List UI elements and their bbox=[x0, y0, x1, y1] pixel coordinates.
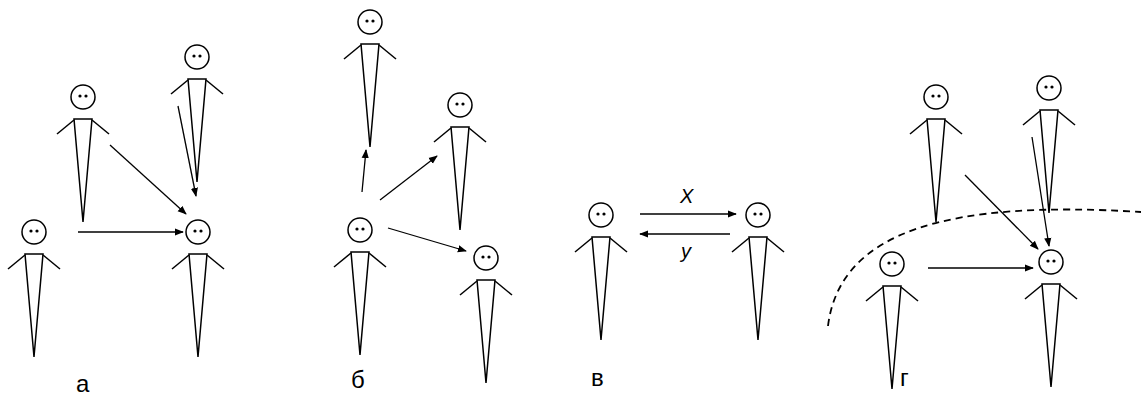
person-figure bbox=[910, 85, 962, 222]
person-figure bbox=[334, 218, 386, 355]
person-figure bbox=[575, 203, 627, 340]
arrow bbox=[380, 156, 437, 200]
arrow bbox=[640, 233, 730, 234]
person-figure bbox=[171, 45, 223, 182]
person-figure bbox=[732, 203, 784, 340]
arrow bbox=[640, 213, 736, 214]
figure-label: X bbox=[678, 185, 695, 207]
person-figure bbox=[172, 220, 224, 357]
arrow bbox=[78, 231, 183, 232]
person-figure bbox=[1025, 250, 1077, 387]
arrow bbox=[928, 267, 1033, 268]
person-figure bbox=[57, 85, 109, 222]
group-boundary bbox=[828, 209, 1141, 326]
arrow bbox=[1032, 137, 1049, 246]
arrow bbox=[388, 228, 466, 251]
figure-label: а bbox=[74, 371, 91, 397]
arrow bbox=[965, 175, 1038, 249]
arrow bbox=[178, 106, 196, 196]
arrow bbox=[362, 150, 366, 192]
arrow bbox=[110, 145, 186, 214]
person-figure bbox=[344, 10, 396, 147]
person-figure bbox=[1023, 76, 1075, 213]
figure-label: в bbox=[589, 365, 606, 391]
person-figure bbox=[434, 93, 486, 230]
person-figure bbox=[460, 246, 512, 383]
figure-label: б bbox=[349, 367, 367, 393]
person-figure bbox=[8, 220, 60, 357]
figure-label: г bbox=[898, 365, 911, 391]
figure-label: y bbox=[679, 240, 693, 262]
